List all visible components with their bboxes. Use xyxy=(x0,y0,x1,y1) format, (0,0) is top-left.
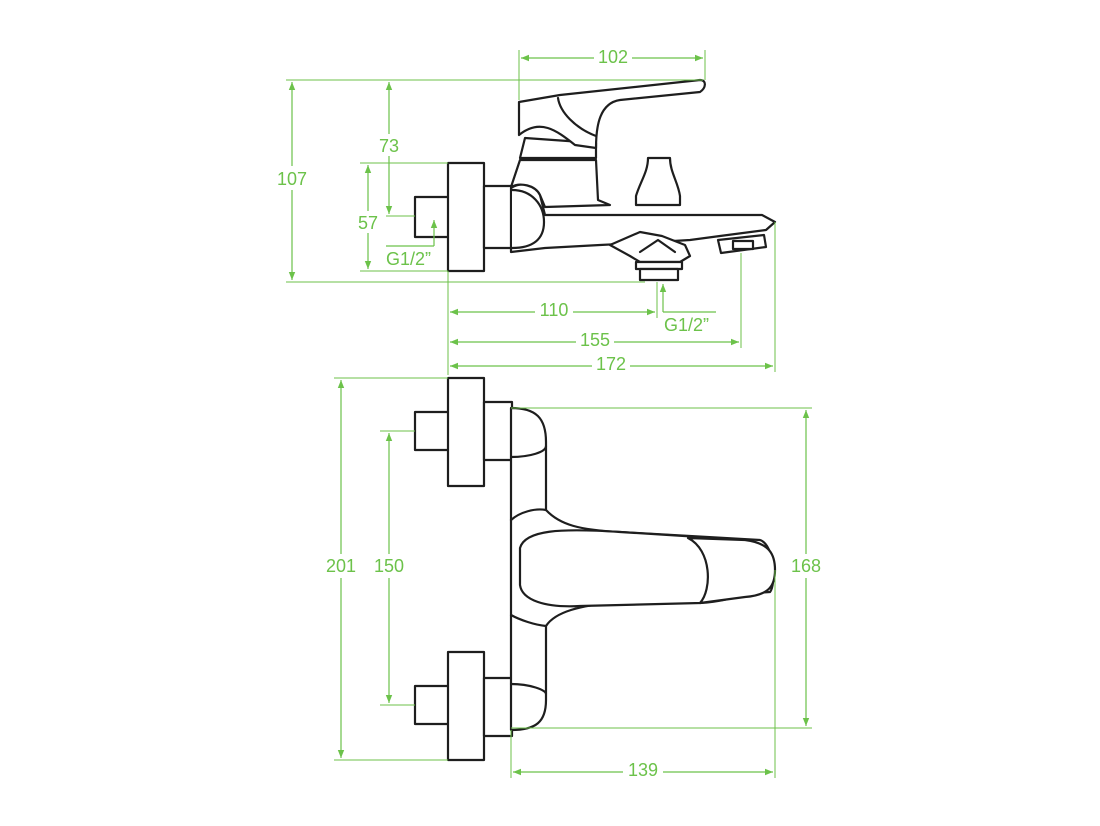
dim-150: 150 xyxy=(374,556,404,576)
dim-inlet-thread: G1/2” xyxy=(386,249,431,269)
dim-102: 102 xyxy=(598,47,628,67)
side-view-dimensions: 102 107 73 57 G1/2” G1/2” 110 155 172 xyxy=(272,46,776,376)
top-view-dimensions: 201 150 168 139 xyxy=(321,377,826,782)
top-view-faucet xyxy=(413,376,777,762)
dim-168: 168 xyxy=(791,556,821,576)
dim-110: 110 xyxy=(540,300,569,320)
dim-outlet-thread: G1/2” xyxy=(664,315,709,335)
dim-57: 57 xyxy=(358,213,378,233)
dim-107: 107 xyxy=(277,169,307,189)
dim-73: 73 xyxy=(379,136,399,156)
side-view-faucet xyxy=(413,78,777,282)
dim-172: 172 xyxy=(596,354,626,374)
dim-155: 155 xyxy=(580,330,610,350)
dim-139: 139 xyxy=(628,760,658,780)
dim-201: 201 xyxy=(326,556,356,576)
